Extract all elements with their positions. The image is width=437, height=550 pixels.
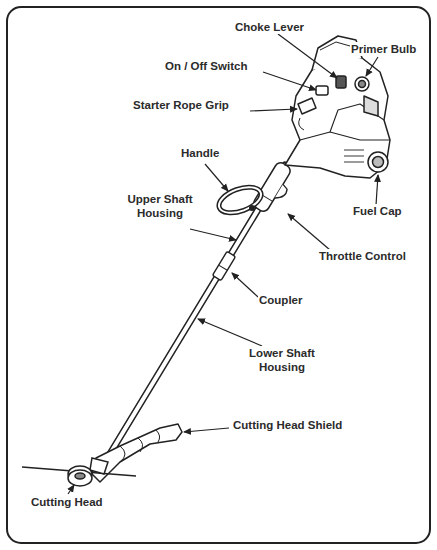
part-label: Upper Shaft Housing — [118, 192, 202, 220]
leader-line — [278, 34, 337, 78]
leader-line — [376, 175, 378, 205]
leader-lines — [68, 34, 378, 494]
handle-knob — [249, 205, 255, 211]
part-label: Throttle Control — [318, 249, 407, 263]
part-label: Primer Bulb — [350, 42, 417, 56]
handle-ring — [216, 182, 265, 218]
part-label: Cutting Head Shield — [232, 418, 343, 432]
coupler-sleeve — [212, 251, 235, 280]
leader-line — [68, 485, 74, 494]
leader-line — [263, 72, 316, 90]
leader-line — [250, 109, 297, 111]
part-label: Coupler — [258, 293, 303, 307]
part-label: Cutting Head — [30, 495, 104, 509]
part-label: Fuel Cap — [352, 204, 403, 218]
leader-line — [288, 214, 330, 250]
leader-line — [366, 57, 378, 76]
part-label: Choke Lever — [234, 20, 305, 34]
leader-line — [232, 273, 258, 297]
leader-line — [190, 229, 236, 240]
part-label: Starter Rope Grip — [132, 98, 230, 112]
frame-border — [7, 7, 430, 543]
part-label: On / Off Switch — [164, 59, 248, 73]
part-label: Handle — [180, 146, 220, 160]
leader-line — [198, 319, 262, 346]
part-label: Lower Shaft Housing — [240, 346, 324, 374]
engine — [285, 36, 390, 178]
cutting-head — [22, 458, 136, 486]
leader-line — [205, 164, 228, 191]
leader-line — [184, 428, 229, 432]
